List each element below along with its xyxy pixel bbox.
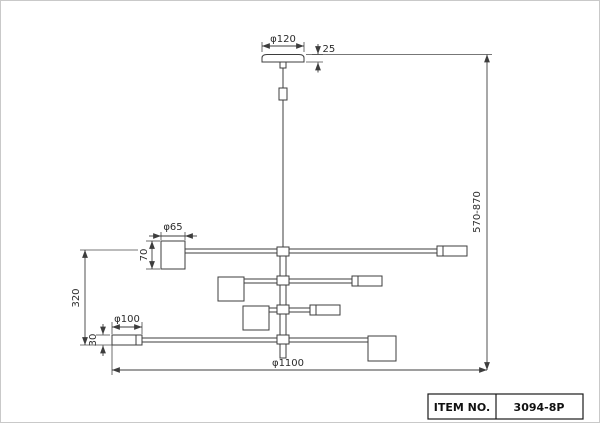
dim-end-shade-diameter: φ100	[111, 314, 143, 334]
dim-canopy-height-label: 25	[323, 44, 336, 55]
joint-2	[276, 275, 290, 286]
arm-4-bar	[141, 337, 369, 343]
dim-end-shade-diameter-label: φ100	[114, 314, 140, 325]
dim-canopy-diameter: φ120	[261, 34, 305, 52]
title-block: ITEM NO. 3094-8P	[427, 393, 584, 420]
arm-4-box-shade	[367, 335, 397, 362]
joint-4	[276, 334, 290, 345]
dim-end-shade-height-label: 30	[88, 334, 99, 347]
dim-suspension-height-label: 570-870	[472, 191, 483, 233]
dim-canopy-diameter-label: φ120	[270, 34, 296, 45]
item-no-label: ITEM NO.	[434, 401, 490, 414]
title-block-frame	[427, 393, 584, 420]
dim-arms-span: 320	[71, 249, 138, 346]
dim-suspension-height: 570-870	[312, 54, 492, 370]
dim-overall-diameter: φ1100	[111, 345, 487, 375]
dim-end-shade-height: 30	[88, 324, 110, 356]
joint-3	[276, 304, 290, 315]
arm-3-box-shade	[242, 305, 270, 331]
dim-shade-diameter: φ65	[149, 222, 197, 240]
arm-2-box-shade	[217, 276, 245, 302]
arm-2-bar	[243, 278, 353, 284]
arm-2	[217, 275, 383, 302]
arm-3-horizontal-shade	[309, 304, 341, 316]
dim-shade-height-label: 70	[139, 249, 150, 262]
arm-4	[111, 334, 397, 362]
dim-arms-span-label: 320	[71, 288, 82, 307]
joint-1	[276, 246, 290, 257]
stem-collar	[279, 61, 287, 69]
canopy-plate	[261, 54, 305, 63]
dim-overall-diameter-label: φ1100	[272, 358, 304, 369]
arm-1-cylinder-shade	[160, 240, 186, 270]
arm-4-horizontal-shade	[111, 334, 143, 346]
dim-shade-height: 70	[139, 240, 160, 270]
arm-1-bar	[184, 248, 438, 254]
arm-1-horizontal-shade	[436, 245, 468, 257]
column-joints	[276, 246, 290, 345]
arm-2-horizontal-shade	[351, 275, 383, 287]
item-no-value: 3094-8P	[514, 401, 565, 414]
ceiling-canopy	[261, 54, 305, 63]
arm-1	[160, 240, 468, 270]
stem-joint	[278, 87, 288, 101]
dim-shade-diameter-label: φ65	[163, 222, 182, 233]
